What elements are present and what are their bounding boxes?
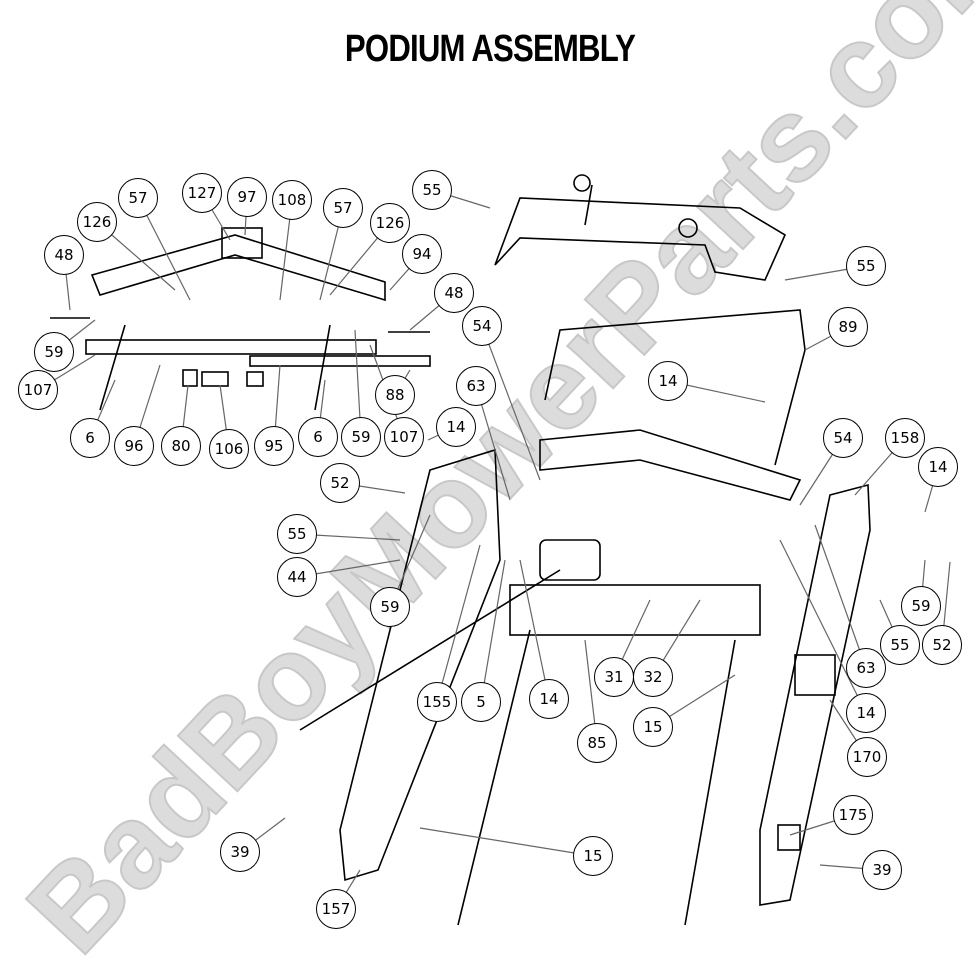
part-callout-44[interactable]: 44: [277, 557, 317, 597]
part-callout-157[interactable]: 157: [316, 889, 356, 929]
part-callout-59[interactable]: 59: [901, 586, 941, 626]
part-callout-14[interactable]: 14: [918, 447, 958, 487]
part-callout-158[interactable]: 158: [885, 418, 925, 458]
part-callout-63[interactable]: 63: [456, 366, 496, 406]
part-callout-15[interactable]: 15: [573, 836, 613, 876]
part-callout-95[interactable]: 95: [254, 426, 294, 466]
leader-lines: [37, 189, 951, 910]
part-callout-55[interactable]: 55: [846, 246, 886, 286]
leader-line: [436, 544, 481, 703]
part-callout-15[interactable]: 15: [633, 707, 673, 747]
leader-line: [779, 539, 867, 714]
part-callout-106[interactable]: 106: [209, 429, 249, 469]
part-callout-107[interactable]: 107: [18, 370, 58, 410]
part-callout-155[interactable]: 155: [417, 682, 457, 722]
part-callout-57[interactable]: 57: [323, 188, 363, 228]
part-callout-55[interactable]: 55: [277, 514, 317, 554]
part-callout-55[interactable]: 55: [880, 625, 920, 665]
leader-line: [419, 827, 594, 857]
part-callout-14[interactable]: 14: [529, 679, 569, 719]
part-callout-54[interactable]: 54: [462, 306, 502, 346]
part-callout-55[interactable]: 55: [412, 170, 452, 210]
part-callout-85[interactable]: 85: [577, 723, 617, 763]
part-callout-52[interactable]: 52: [922, 625, 962, 665]
part-callout-39[interactable]: 39: [862, 850, 902, 890]
part-callout-5[interactable]: 5: [461, 682, 501, 722]
part-callout-108[interactable]: 108: [272, 180, 312, 220]
part-callout-127[interactable]: 127: [182, 173, 222, 213]
part-callout-52[interactable]: 52: [320, 463, 360, 503]
part-callout-54[interactable]: 54: [823, 418, 863, 458]
part-callout-39[interactable]: 39: [220, 832, 260, 872]
part-callout-107[interactable]: 107: [384, 417, 424, 457]
part-callout-126[interactable]: 126: [77, 202, 117, 242]
part-callout-14[interactable]: 14: [846, 693, 886, 733]
control-panel: [494, 174, 787, 281]
part-callout-32[interactable]: 32: [633, 657, 673, 697]
part-callout-6[interactable]: 6: [298, 417, 338, 457]
page-title: PODIUM ASSEMBLY: [344, 28, 636, 70]
part-callout-48[interactable]: 48: [44, 235, 84, 275]
part-callout-96[interactable]: 96: [114, 426, 154, 466]
part-callout-6[interactable]: 6: [70, 418, 110, 458]
part-callout-126[interactable]: 126: [370, 203, 410, 243]
podium-frame: [299, 309, 871, 926]
part-callout-57[interactable]: 57: [118, 178, 158, 218]
part-callout-97[interactable]: 97: [227, 177, 267, 217]
left-handle-assembly: [50, 227, 431, 411]
leader-line: [814, 524, 867, 669]
part-callout-175[interactable]: 175: [833, 795, 873, 835]
part-callout-31[interactable]: 31: [594, 657, 634, 697]
leader-line: [480, 559, 506, 703]
part-callout-63[interactable]: 63: [846, 648, 886, 688]
leader-line: [481, 325, 541, 481]
part-callout-59[interactable]: 59: [341, 417, 381, 457]
part-callout-94[interactable]: 94: [402, 234, 442, 274]
leader-line: [519, 559, 550, 700]
part-callout-14[interactable]: 14: [436, 407, 476, 447]
part-callout-59[interactable]: 59: [370, 587, 410, 627]
part-callout-89[interactable]: 89: [828, 307, 868, 347]
part-callout-48[interactable]: 48: [434, 273, 474, 313]
part-callout-88[interactable]: 88: [375, 375, 415, 415]
part-callout-59[interactable]: 59: [34, 332, 74, 372]
part-callout-14[interactable]: 14: [648, 361, 688, 401]
part-callout-170[interactable]: 170: [847, 737, 887, 777]
part-callout-80[interactable]: 80: [161, 426, 201, 466]
